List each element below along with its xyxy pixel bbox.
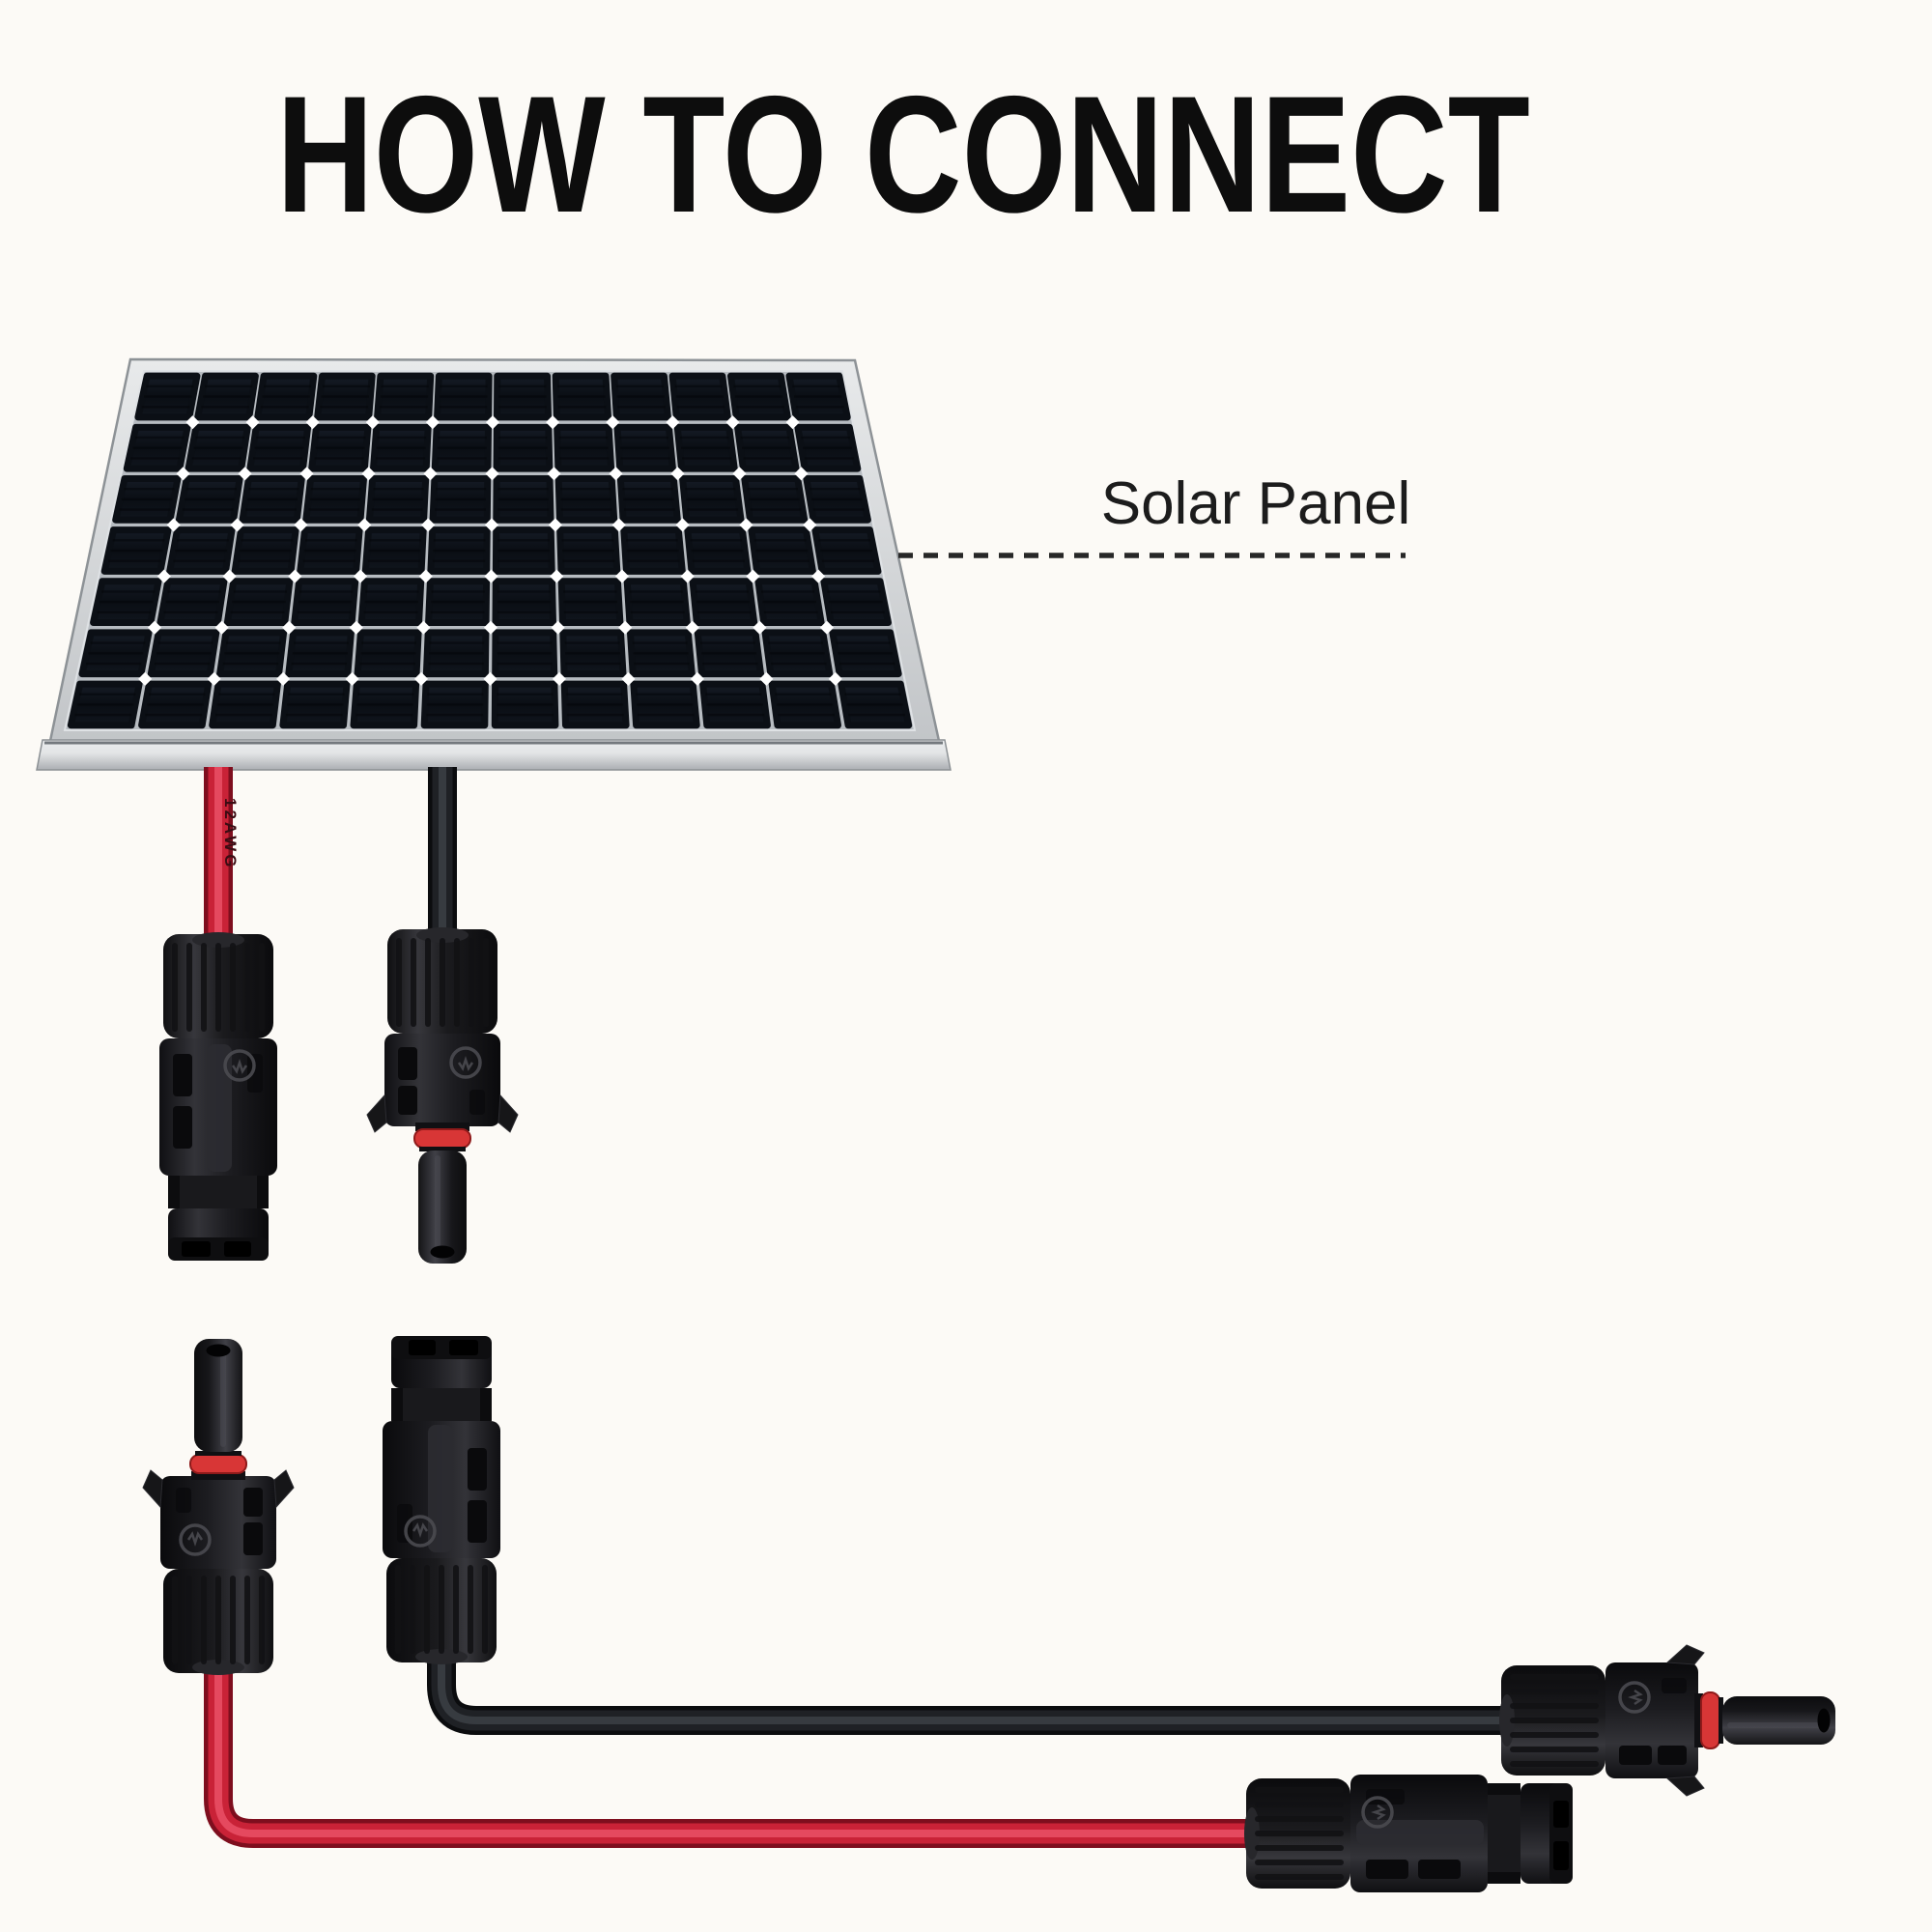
mc4-male-connector-from-panel xyxy=(366,927,519,1264)
socket-opening xyxy=(409,1340,436,1355)
socket-opening xyxy=(1553,1841,1569,1870)
solar-panel xyxy=(36,357,952,771)
red-oring-seal xyxy=(189,1454,247,1474)
certification-logo-icon xyxy=(449,1046,482,1079)
page-title: HOW TO CONNECT xyxy=(276,62,1530,247)
certification-logo-icon xyxy=(1618,1681,1651,1714)
red-oring-seal xyxy=(413,1128,471,1149)
solar-cells xyxy=(67,372,913,729)
socket-opening xyxy=(449,1340,478,1355)
socket-opening xyxy=(224,1241,251,1257)
mc4-male-connector-extension-red xyxy=(142,1339,295,1675)
mc4-female-connector-from-panel xyxy=(159,932,277,1261)
red-oring-seal xyxy=(1700,1691,1720,1749)
mc4-female-connector-extension-black xyxy=(383,1336,500,1664)
certification-logo-icon xyxy=(1361,1796,1394,1829)
busbar-diamonds xyxy=(138,415,842,686)
certification-logo-icon xyxy=(404,1515,437,1548)
certification-logo-icon xyxy=(223,1049,256,1082)
mc4-female-connector-cable-end-red xyxy=(1244,1775,1573,1892)
socket-opening xyxy=(182,1241,211,1257)
pv-cable-red-positive-extension xyxy=(204,1671,1256,1848)
socket-opening xyxy=(1553,1801,1569,1828)
pv-cable-black-negative-extension xyxy=(427,1660,1512,1735)
solar-panel-label: Solar Panel xyxy=(1100,470,1411,537)
cable-gauge-marking: 12AWG xyxy=(221,798,240,870)
mc4-male-connector-cable-end-black xyxy=(1499,1644,1835,1797)
certification-logo-icon xyxy=(179,1523,212,1556)
